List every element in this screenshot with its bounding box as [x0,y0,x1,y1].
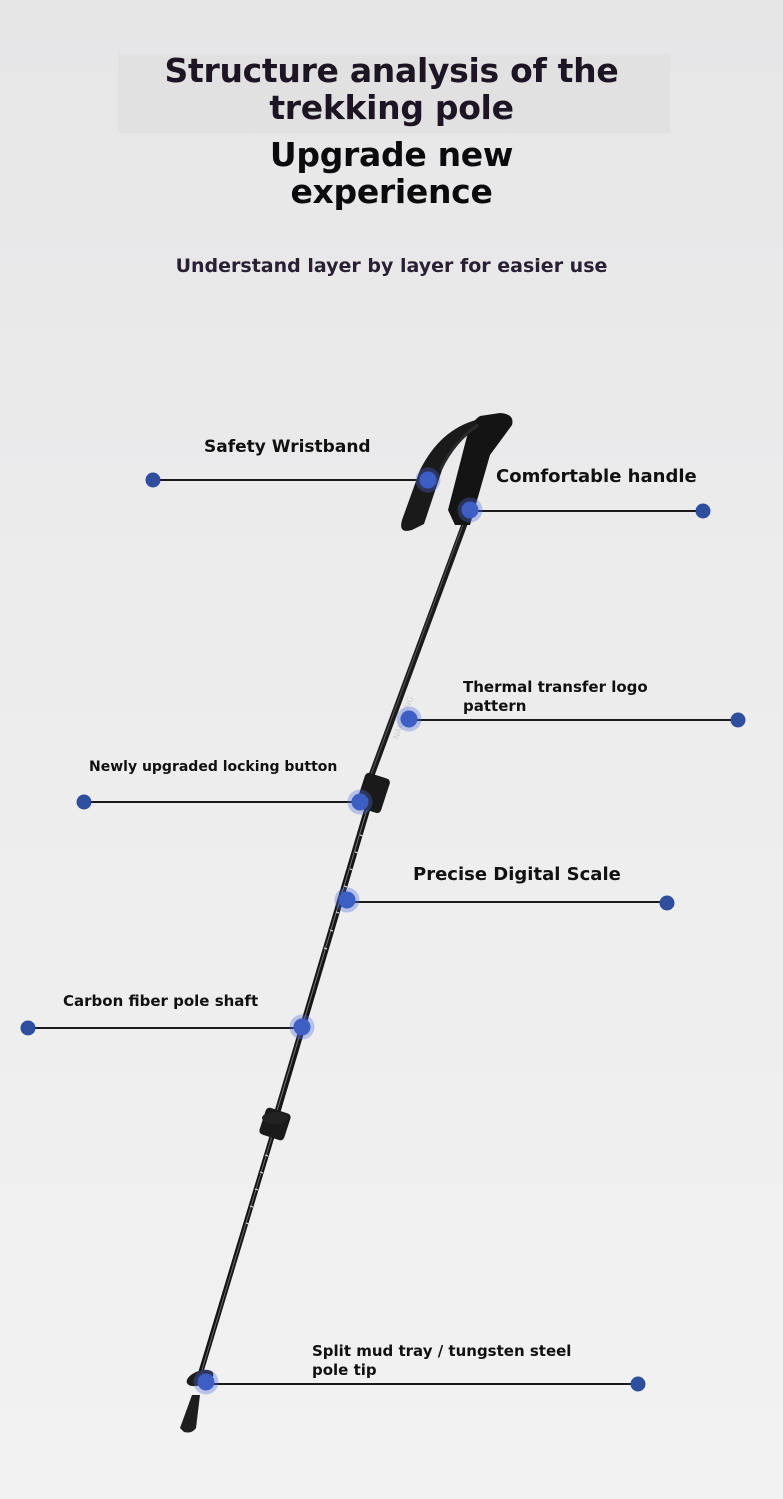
callout-label-locking-button: Newly upgraded locking button [89,759,338,775]
pole-tip-icon [180,1395,200,1433]
leader-line [28,1027,302,1029]
page-title: Structure analysis of the trekking pole [0,52,783,126]
blue-dot-icon[interactable] [630,1376,646,1392]
headline-line-1: Upgrade new [269,135,514,174]
upper-shaft-icon [363,517,469,793]
leader-line [206,1383,638,1385]
callout-label-safety-wristband: Safety Wristband [204,437,371,457]
callout-label-mud-tray-pole-tip: Split mud tray / tungsten steel pole tip [312,1342,571,1380]
anchor-point-icon[interactable] [351,793,369,811]
blue-dot-icon[interactable] [730,712,746,728]
blue-dot-icon[interactable] [145,472,161,488]
anchor-point-icon[interactable] [461,501,479,519]
callout-label-digital-scale: Precise Digital Scale [413,864,621,885]
callout-label-thermal-transfer-logo: Thermal transfer logo pattern [463,678,648,716]
anchor-point-icon[interactable] [293,1018,311,1036]
title-line-2: trekking pole [269,88,514,127]
blue-dot-icon[interactable] [659,895,675,911]
leader-line [470,510,703,512]
label-line-2: pole tip [312,1361,377,1379]
leader-line [347,901,667,903]
label-line-1: Thermal transfer logo [463,678,648,696]
anchor-point-icon[interactable] [338,891,356,909]
blue-dot-icon[interactable] [76,794,92,810]
anchor-point-icon[interactable] [197,1373,215,1391]
blue-dot-icon[interactable] [695,503,711,519]
anchor-point-icon[interactable] [419,471,437,489]
wrist-strap-icon [401,420,478,531]
title-background-band [118,54,670,133]
leader-line [409,719,738,721]
leader-line [84,801,360,803]
leader-line [153,479,428,481]
subtitle: Understand layer by layer for easier use [175,255,608,277]
headline-line-2: experience [290,172,493,211]
blue-dot-icon[interactable] [20,1020,36,1036]
anchor-point-icon[interactable] [400,710,418,728]
scale-marks-icon [245,834,364,1225]
label-line-2: pattern [463,697,527,715]
callout-label-comfortable-handle: Comfortable handle [496,466,697,487]
headline: Upgrade new experience [0,136,783,210]
handle-icon [448,413,513,525]
label-line-1: Split mud tray / tungsten steel [312,1342,572,1360]
callout-label-carbon-fiber-shaft: Carbon fiber pole shaft [63,992,259,1010]
title-line-1: Structure analysis of the [164,51,619,90]
